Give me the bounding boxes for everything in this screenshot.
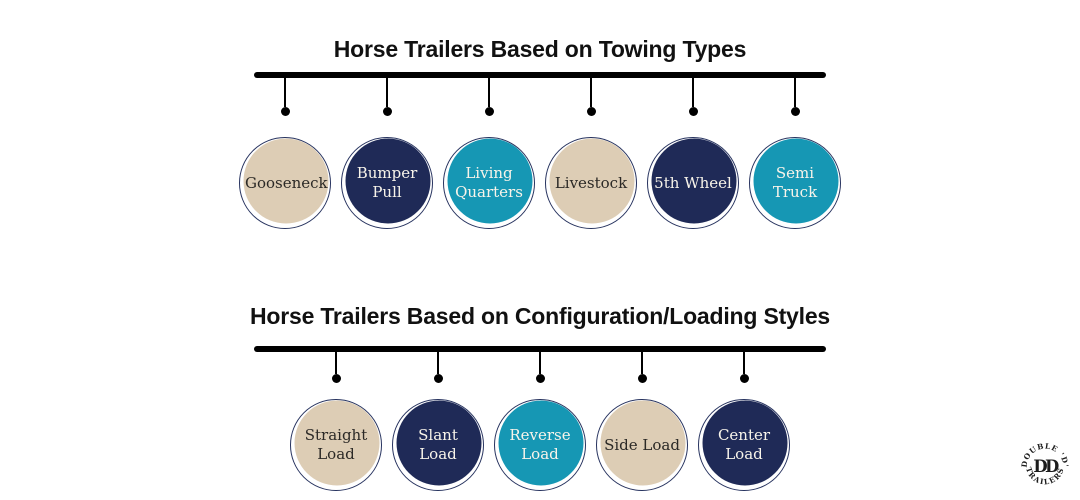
category-label: Living Quarters	[444, 138, 534, 228]
timeline-connector	[647, 78, 739, 116]
connector-stem	[437, 352, 439, 374]
category-label: Livestock	[546, 138, 636, 228]
brand-logo: DOUBLE 'D' TRAILERS DD	[1020, 441, 1070, 486]
category-label: Side Load	[597, 400, 687, 490]
connector-stem	[692, 78, 694, 107]
category-label: Bumper Pull	[342, 138, 432, 228]
connector-stem	[335, 352, 337, 374]
circle-side-load: Side Load	[596, 399, 688, 491]
timeline-connector	[494, 352, 586, 383]
circle-fill	[294, 400, 379, 485]
connector-dot	[331, 374, 341, 383]
connector-dot	[586, 107, 596, 116]
connector-dot	[637, 374, 647, 383]
connector-dot	[484, 107, 494, 116]
category-label-text: Center Load	[717, 426, 771, 463]
category-label-text: Straight Load	[304, 426, 368, 463]
connector-dot	[280, 107, 290, 116]
section-title: Horse Trailers Based on Towing Types	[333, 36, 747, 62]
connector-stem	[641, 352, 643, 374]
timeline-connector	[392, 352, 484, 383]
circle-fill	[651, 138, 736, 223]
connector-stem	[743, 352, 745, 374]
timeline-connector	[749, 78, 841, 116]
circle-fill	[243, 138, 328, 223]
connector-stem	[794, 78, 796, 107]
circle-straight-load: Straight Load	[290, 399, 382, 491]
timeline-connector	[443, 78, 535, 116]
timeline-connector	[596, 352, 688, 383]
connector-stem	[590, 78, 592, 107]
connector-stem	[488, 78, 490, 107]
category-label-text: Reverse Load	[509, 426, 571, 463]
section-loading-styles: Horse Trailers Based on Configuration/Lo…	[0, 302, 1080, 491]
circle-reverse-load: Reverse Load	[494, 399, 586, 491]
connector-stem	[386, 78, 388, 107]
connector-dot	[382, 107, 392, 116]
timeline-bar	[254, 72, 826, 78]
category-label: Semi Truck	[750, 138, 840, 228]
circle-fill	[753, 138, 838, 223]
connector-dot	[433, 374, 443, 383]
connector-stem	[539, 352, 541, 374]
timeline-connector	[239, 78, 331, 116]
circle-fill	[498, 400, 583, 485]
category-label-text: Livestock	[554, 173, 628, 192]
circle-fill	[702, 400, 787, 485]
category-label: Slant Load	[393, 400, 483, 490]
circle-slant-load: Slant Load	[392, 399, 484, 491]
timeline-connector	[698, 352, 790, 383]
timeline-connector	[290, 352, 382, 383]
connector-stem	[284, 78, 286, 107]
circle-gooseneck: Gooseneck	[239, 137, 331, 229]
connector-dot	[739, 374, 749, 383]
circle-bumper-pull: Bumper Pull	[341, 137, 433, 229]
category-label-text: Side Load	[604, 435, 680, 454]
circle-5th-wheel: 5th Wheel	[647, 137, 739, 229]
circle-center-load: Center Load	[698, 399, 790, 491]
circle-livestock: Livestock	[545, 137, 637, 229]
circle-fill	[447, 138, 532, 223]
connector-dot	[790, 107, 800, 116]
category-label: 5th Wheel	[648, 138, 738, 228]
category-label-text: Bumper Pull	[356, 164, 418, 201]
category-label-text: Semi Truck	[772, 164, 818, 201]
timeline-stems	[0, 78, 1080, 116]
category-label-text: Gooseneck	[245, 173, 328, 192]
timeline-connector	[341, 78, 433, 116]
logo-monogram: DD	[1033, 457, 1059, 476]
circle-semi-truck: Semi Truck	[749, 137, 841, 229]
circle-living-quarters: Living Quarters	[443, 137, 535, 229]
category-label: Gooseneck	[240, 138, 330, 228]
category-label: Reverse Load	[495, 400, 585, 490]
category-label-text: 5th Wheel	[654, 173, 732, 192]
timeline-stems	[0, 352, 1080, 383]
circle-row: Straight Load Slant Load Reverse Load Side …	[0, 399, 1080, 491]
connector-dot	[535, 374, 545, 383]
timeline-bar	[254, 346, 826, 352]
section-title: Horse Trailers Based on Configuration/Lo…	[249, 303, 831, 329]
circle-fill	[396, 400, 481, 485]
category-label: Center Load	[699, 400, 789, 490]
timeline-connector	[545, 78, 637, 116]
circle-fill	[549, 138, 634, 223]
circle-fill	[345, 138, 430, 223]
section-towing-types: Horse Trailers Based on Towing Types Goo…	[0, 35, 1080, 229]
category-label: Straight Load	[291, 400, 381, 490]
circle-fill	[600, 400, 685, 485]
category-label-text: Living Quarters	[455, 164, 523, 201]
circle-row: Gooseneck Bumper Pull Living Quarters Lives…	[0, 137, 1080, 229]
connector-dot	[688, 107, 698, 116]
category-label-text: Slant Load	[418, 426, 458, 463]
